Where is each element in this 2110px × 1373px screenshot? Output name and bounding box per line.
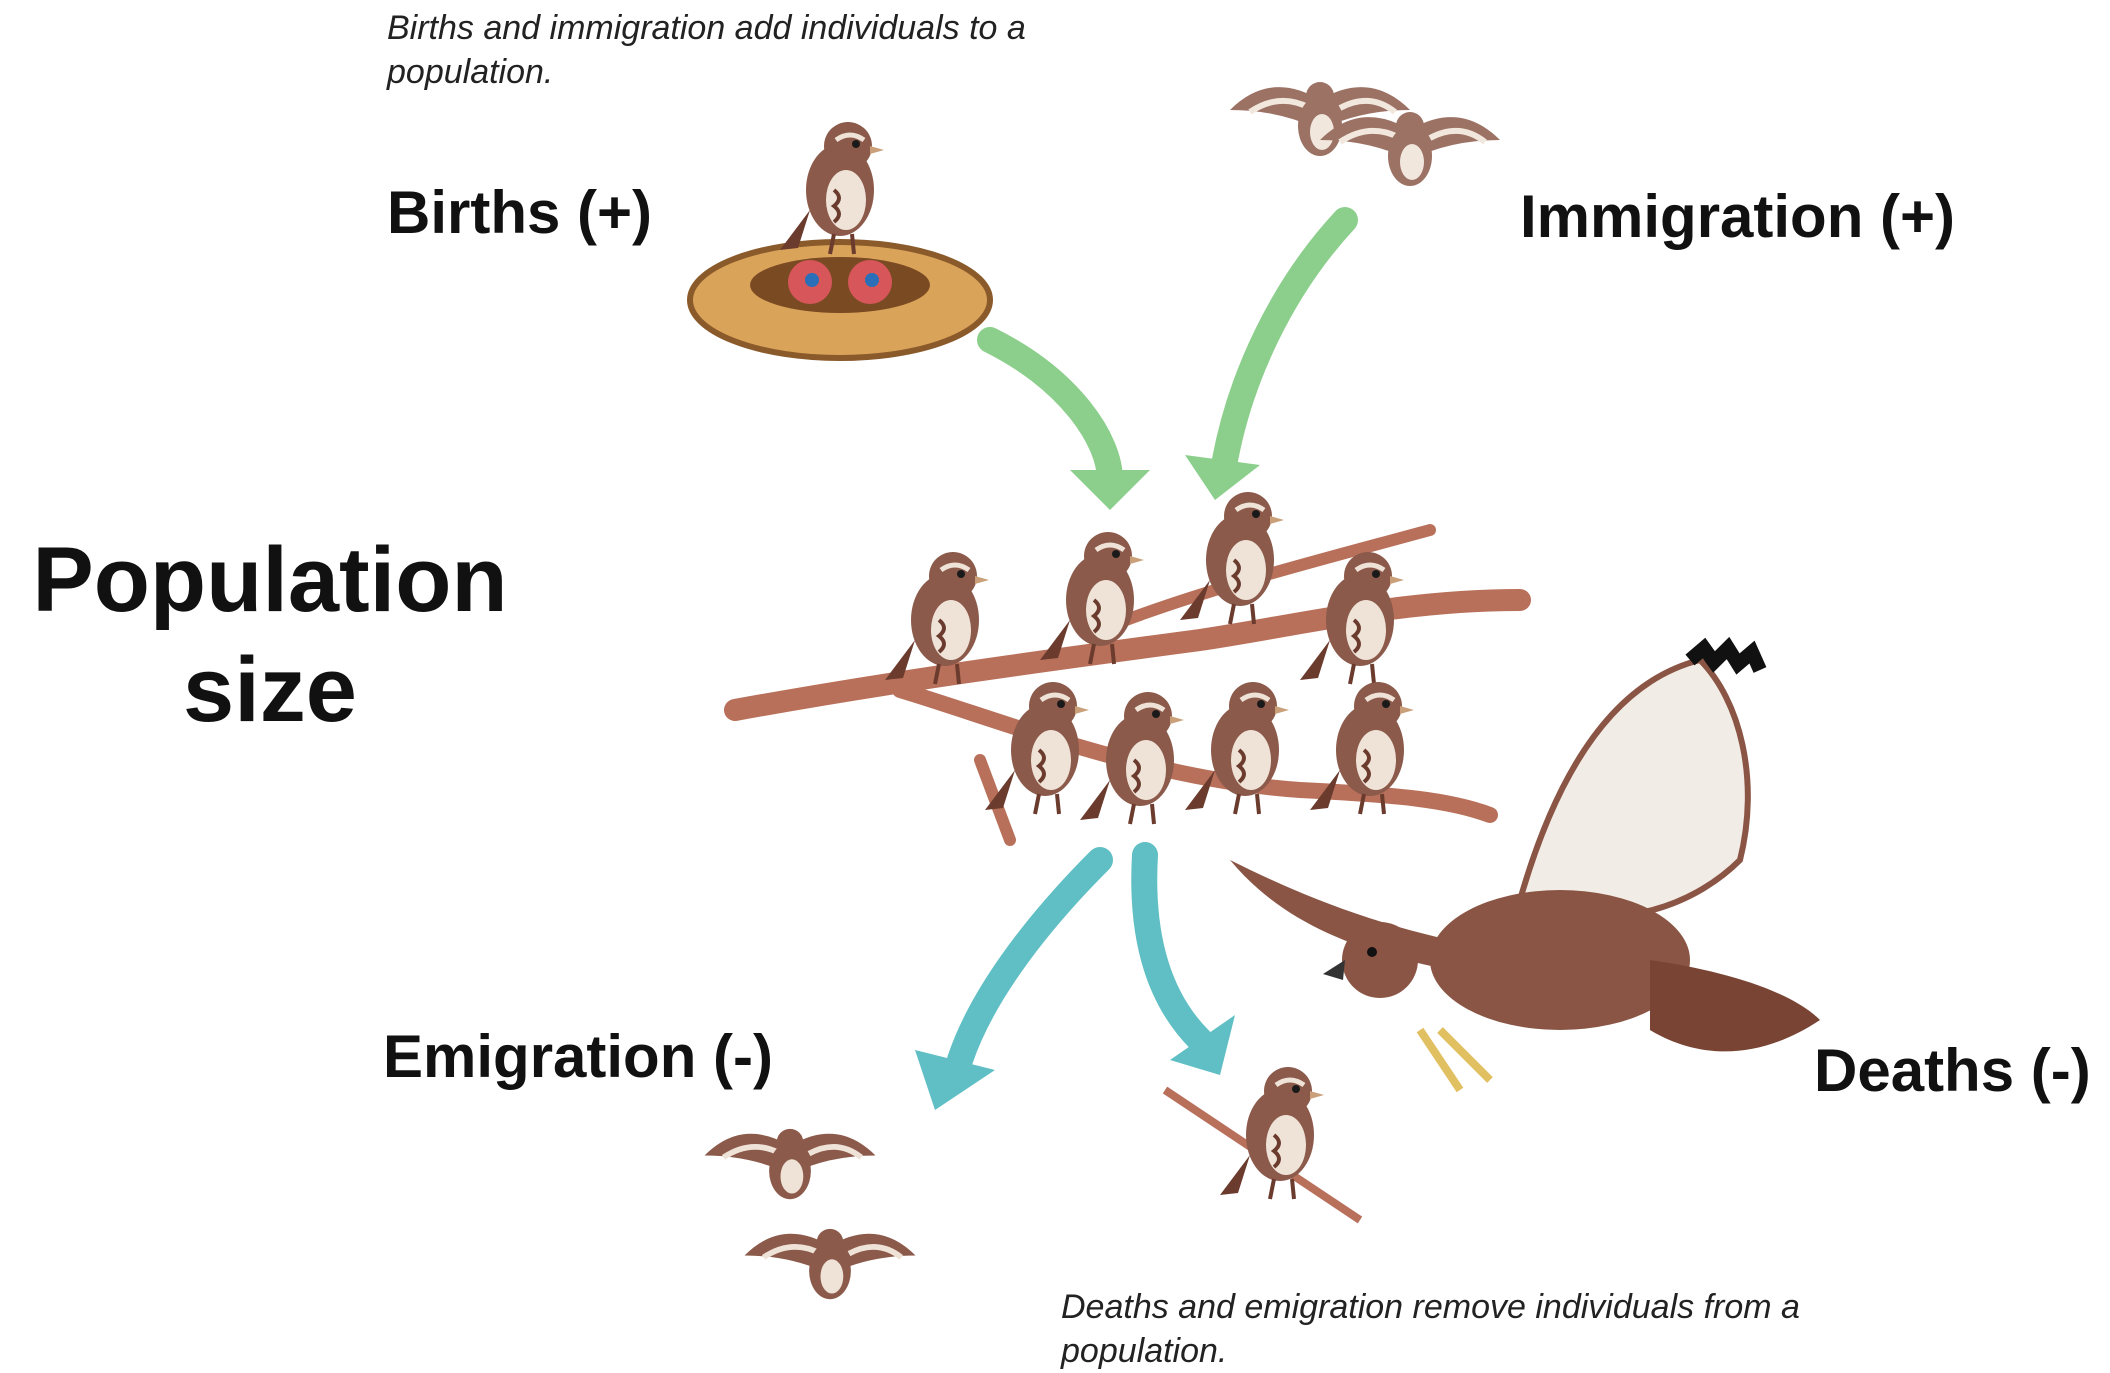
caption-bottom: Deaths and emigration remove individuals… xyxy=(1061,1285,1861,1373)
perched-bird-deaths xyxy=(1165,1067,1360,1220)
label-immigration: Immigration (+) xyxy=(1520,182,1955,252)
immigrating-birds xyxy=(1230,82,1500,186)
label-births: Births (+) xyxy=(387,178,652,248)
title-line-2: size xyxy=(0,635,540,745)
label-deaths: Deaths (-) xyxy=(1814,1036,2091,1106)
caption-top: Births and immigration add individuals t… xyxy=(387,6,1117,94)
add-arrows xyxy=(990,220,1345,510)
title-population-size: Population size xyxy=(0,525,540,745)
nest-illustration xyxy=(690,122,990,358)
emigrating-birds xyxy=(705,1129,916,1299)
label-emigration: Emigration (-) xyxy=(383,1022,773,1092)
title-line-1: Population xyxy=(0,525,540,635)
branch-illustration xyxy=(735,492,1520,840)
hawk-illustration xyxy=(1230,648,1820,1090)
remove-arrows xyxy=(915,855,1235,1110)
